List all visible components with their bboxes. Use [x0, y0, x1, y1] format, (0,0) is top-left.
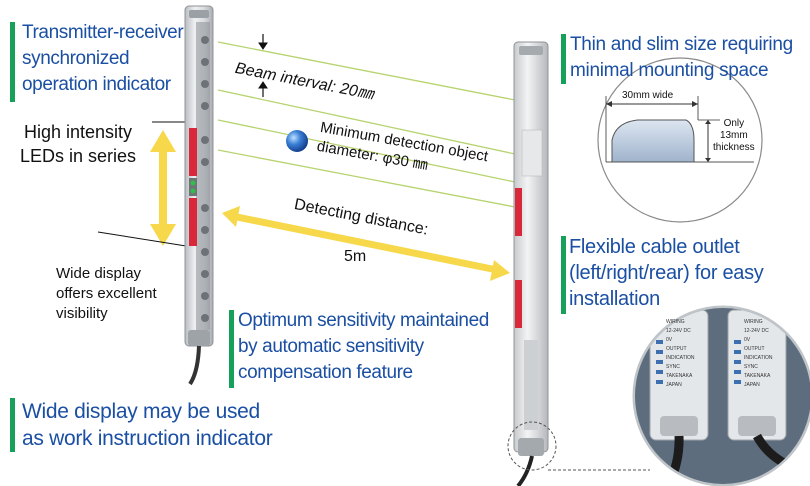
- callout-sensitivity-line-1: Optimum sensitivity maintained: [238, 310, 489, 331]
- plate-right-line-8: JAPAN: [744, 382, 760, 388]
- plate-right-line-3: 0V: [744, 337, 751, 343]
- cable-inset: [632, 305, 810, 486]
- plate-left-line-7: TAKENAKA: [666, 373, 693, 379]
- transmitter-cable: [188, 345, 201, 386]
- plate-right-line-4: OUTPUT: [744, 346, 765, 352]
- label-high-intensity-line-1: High intensity: [23, 122, 133, 142]
- label-high-intensity: High intensity LEDs in series: [20, 120, 136, 168]
- plate-left-line-8: JAPAN: [666, 382, 682, 388]
- callout-work-line-2: as work instruction indicator: [22, 427, 273, 450]
- callout-work-line-1: Wide display may be used: [22, 400, 260, 423]
- plate-right-line-5: INDICATION: [744, 355, 773, 361]
- callout-bar-slim: [561, 34, 566, 84]
- callout-sync-line-2: synchronized: [22, 48, 130, 69]
- callout-work-instruction: Wide display may be used as work instruc…: [22, 398, 273, 452]
- plate-left-line-3: 0V: [666, 337, 673, 343]
- plate-left-line-4: OUTPUT: [666, 346, 687, 352]
- inset-width-label: 30mm wide: [622, 90, 674, 101]
- label-wide-display-line-1: Wide display: [56, 265, 142, 282]
- plate-left-line-6: SYNC: [666, 364, 680, 370]
- transmitter-lens-column: [196, 22, 210, 330]
- callout-sensitivity: Optimum sensitivity maintained by automa…: [238, 308, 489, 386]
- beam-lines: [217, 41, 516, 208]
- receiver-cable: [516, 455, 534, 486]
- receiver-unit: [513, 41, 549, 456]
- callout-sync-line-3: operation indicator: [22, 74, 171, 95]
- beam-interval-arrows: [258, 34, 268, 97]
- plate-right-line-1: WIRING: [744, 319, 763, 325]
- callout-cable-line-1: Flexible cable outlet: [569, 236, 740, 258]
- cable-plate-left: WIRING 12-24V DC 0V OUTPUT INDICATION SY…: [666, 318, 695, 390]
- callout-sync-line-1: Transmitter-receiver: [22, 22, 184, 43]
- plate-left-line-5: INDICATION: [666, 355, 695, 361]
- label-high-intensity-line-2: LEDs in series: [20, 146, 137, 166]
- callout-sync-indicator: Transmitter-receiver synchronized operat…: [22, 20, 184, 98]
- callout-cable-line-2: (left/right/rear) for easy: [569, 262, 764, 284]
- inset-thickness-line-1: Only: [723, 118, 745, 129]
- transmitter-lens-dots: [201, 36, 209, 322]
- detection-object-ball: [286, 130, 308, 152]
- callout-bar-cable: [561, 236, 566, 314]
- callout-sensitivity-line-3: compensation feature: [238, 362, 413, 383]
- plate-right-line-6: SYNC: [744, 364, 758, 370]
- plate-left-line-2: 12-24V DC: [666, 328, 691, 334]
- callout-bar-work: [10, 398, 15, 452]
- callout-slim-line-1: Thin and slim size requiring: [570, 34, 793, 55]
- detecting-distance-arrow: [222, 206, 510, 281]
- label-wide-display: Wide display offers excellent visibility: [56, 264, 157, 324]
- transmitter-led-segments: [189, 128, 209, 246]
- leader-lines: [97, 121, 187, 247]
- callout-bar-sync: [10, 22, 15, 102]
- callout-slim-line-2: minimal mounting space: [570, 60, 769, 81]
- inset-thickness-label: Only 13mm thickness: [713, 118, 755, 154]
- profile-inset: [597, 57, 763, 223]
- callout-cable-line-3: installation: [569, 288, 660, 310]
- label-wide-display-line-2: offers excellent: [56, 285, 157, 302]
- callout-sensitivity-line-2: by automatic sensitivity: [238, 336, 424, 357]
- led-range-arrow: [150, 130, 176, 246]
- callout-bar-sensitivity: [229, 310, 234, 388]
- inset-thickness-line-3: thickness: [713, 142, 755, 153]
- plate-left-line-1: WIRING: [666, 319, 685, 325]
- plate-right-line-7: TAKENAKA: [744, 373, 771, 379]
- callout-slim-size: Thin and slim size requiring minimal mou…: [570, 32, 793, 84]
- cable-plate-right: WIRING 12-24V DC 0V OUTPUT INDICATION SY…: [744, 318, 773, 390]
- plate-right-line-2: 12-24V DC: [744, 328, 769, 334]
- receiver-base-highlight: [507, 421, 557, 471]
- label-detecting-distance-value: 5m: [344, 248, 367, 265]
- label-wide-display-line-3: visibility: [56, 305, 108, 322]
- callout-cable-outlet: Flexible cable outlet (left/right/rear) …: [569, 234, 764, 312]
- inset-thickness-line-2: 13mm: [719, 130, 748, 141]
